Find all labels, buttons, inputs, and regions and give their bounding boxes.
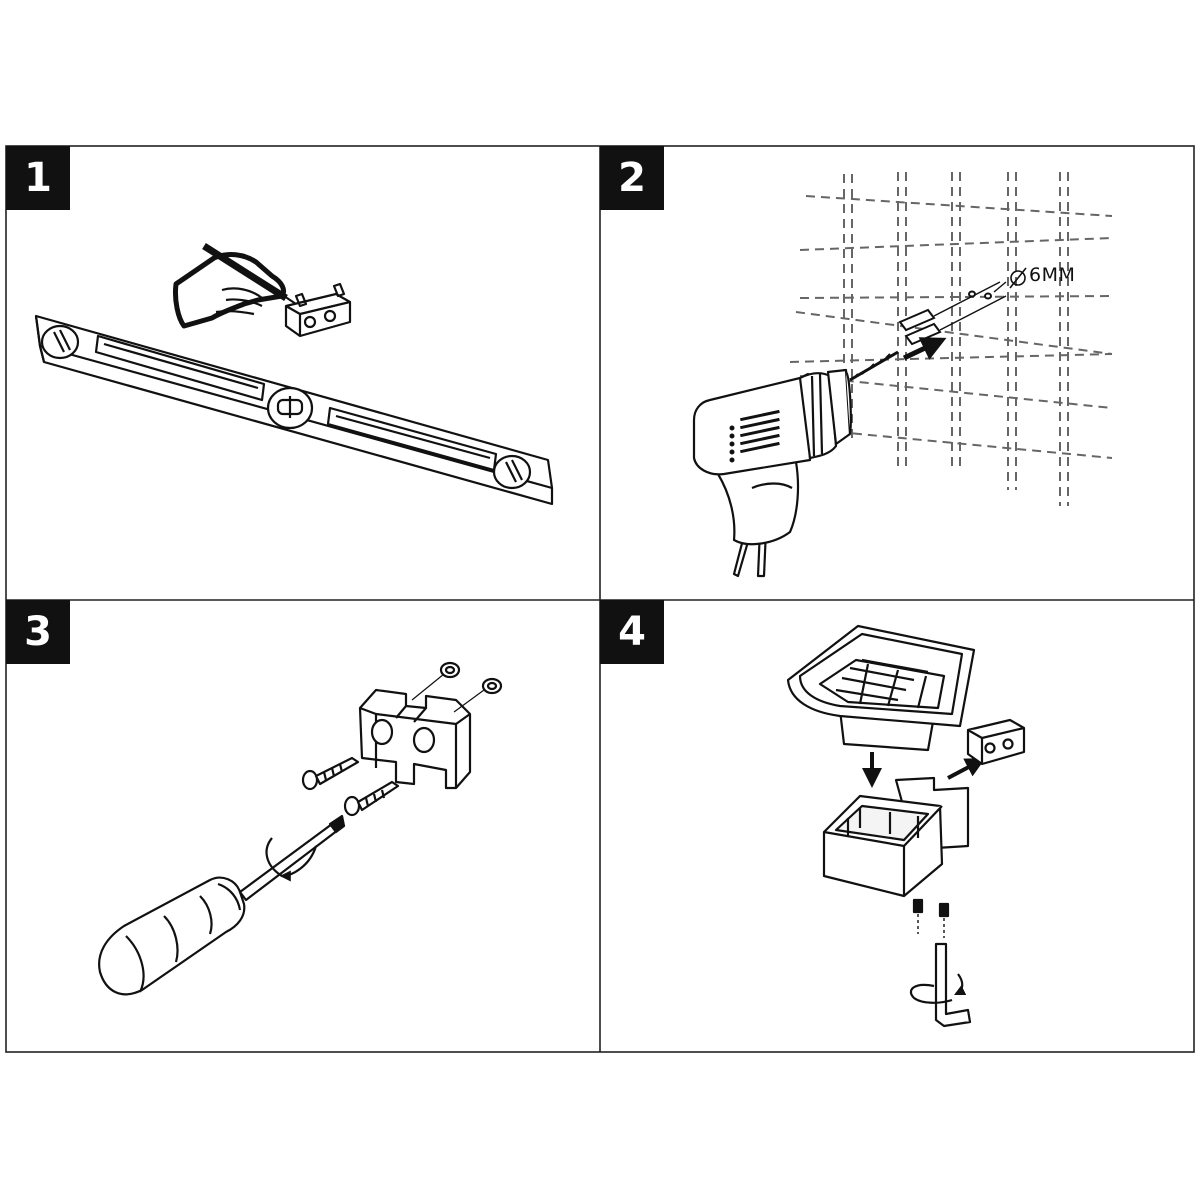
screwdriver-illustration <box>98 814 346 996</box>
washer-1 <box>439 661 461 679</box>
mounting-block-illustration <box>358 688 472 790</box>
mounting-block-illustration <box>966 718 1026 766</box>
screw-2 <box>343 780 400 817</box>
step-1-badge: 1 <box>6 146 70 210</box>
step-1-illustration <box>34 243 554 506</box>
mounting-block-illustration <box>284 282 352 338</box>
wall-plugs-illustration <box>898 267 1027 346</box>
hand-with-pencil-illustration <box>173 243 297 329</box>
holder-cup-illustration <box>822 776 970 898</box>
set-screws-illustration <box>912 898 950 938</box>
spirit-level-illustration <box>34 314 554 506</box>
drill-size-label: 6MM <box>1029 264 1076 286</box>
step-4-illustration <box>786 624 1026 1028</box>
step-3-illustration <box>98 661 503 996</box>
insert-arrow <box>902 337 947 361</box>
step-2-badge: 2 <box>600 146 664 210</box>
step-4-badge: 4 <box>600 600 664 664</box>
washer-2 <box>481 677 503 695</box>
allen-key-illustration <box>909 942 972 1028</box>
step-3-badge: 3 <box>6 600 70 664</box>
soap-dish-illustration <box>786 624 976 752</box>
right-arrow <box>947 758 986 780</box>
electric-drill-illustration <box>692 350 899 578</box>
tile-grid-illustration <box>789 172 1113 506</box>
screw-1 <box>301 756 360 791</box>
step-2-illustration <box>692 172 1113 578</box>
